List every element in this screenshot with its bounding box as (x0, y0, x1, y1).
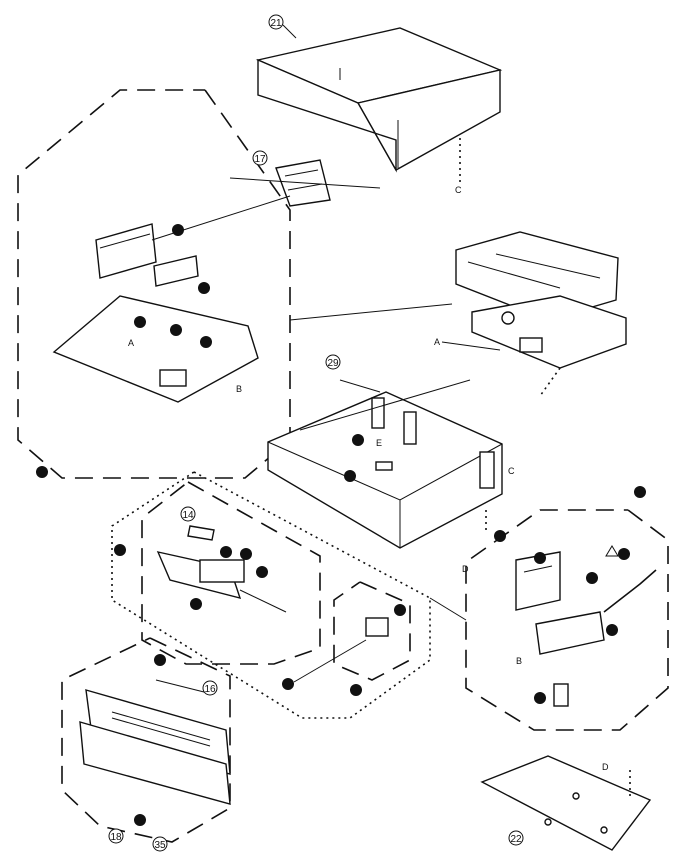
letter-a2: A (434, 337, 440, 347)
switch-assembly-group (111, 471, 431, 719)
letter-e1: E (376, 438, 382, 448)
callout-35-label: 35 (154, 840, 166, 851)
letter-b2: B (516, 656, 522, 666)
callout-22: 22 (508, 830, 524, 846)
main-chassis (267, 379, 503, 549)
callout-14-label: 14 (182, 510, 194, 521)
callout-21: 21 (268, 14, 297, 39)
front-panel-octagon (61, 637, 231, 843)
left-board-octagon (17, 89, 381, 479)
callout-29: 29 (325, 354, 341, 370)
callout-29-label: 29 (327, 358, 339, 369)
callout-17: 17 (252, 150, 268, 166)
callout-21-label: 21 (270, 18, 282, 29)
letter-b1: B (236, 384, 242, 394)
deck-mechanism (455, 231, 627, 397)
letter-c2: C (508, 466, 515, 476)
letter-c1: C (455, 185, 462, 195)
callout-18-label: 18 (110, 832, 122, 843)
bottom-plate (480, 755, 652, 851)
letter-d2: D (602, 762, 609, 772)
power-supply-octagon (465, 486, 669, 731)
callout-18: 18 (108, 828, 124, 844)
callout-14: 14 (180, 506, 196, 522)
callout-17-label: 17 (254, 154, 266, 165)
callout-16-label: 16 (204, 684, 216, 695)
callout-35: 35 (152, 836, 168, 852)
callout-22-label: 22 (510, 834, 522, 845)
callout-16: 16 (202, 680, 218, 696)
letter-a1: A (128, 338, 134, 348)
top-cover (255, 27, 503, 182)
